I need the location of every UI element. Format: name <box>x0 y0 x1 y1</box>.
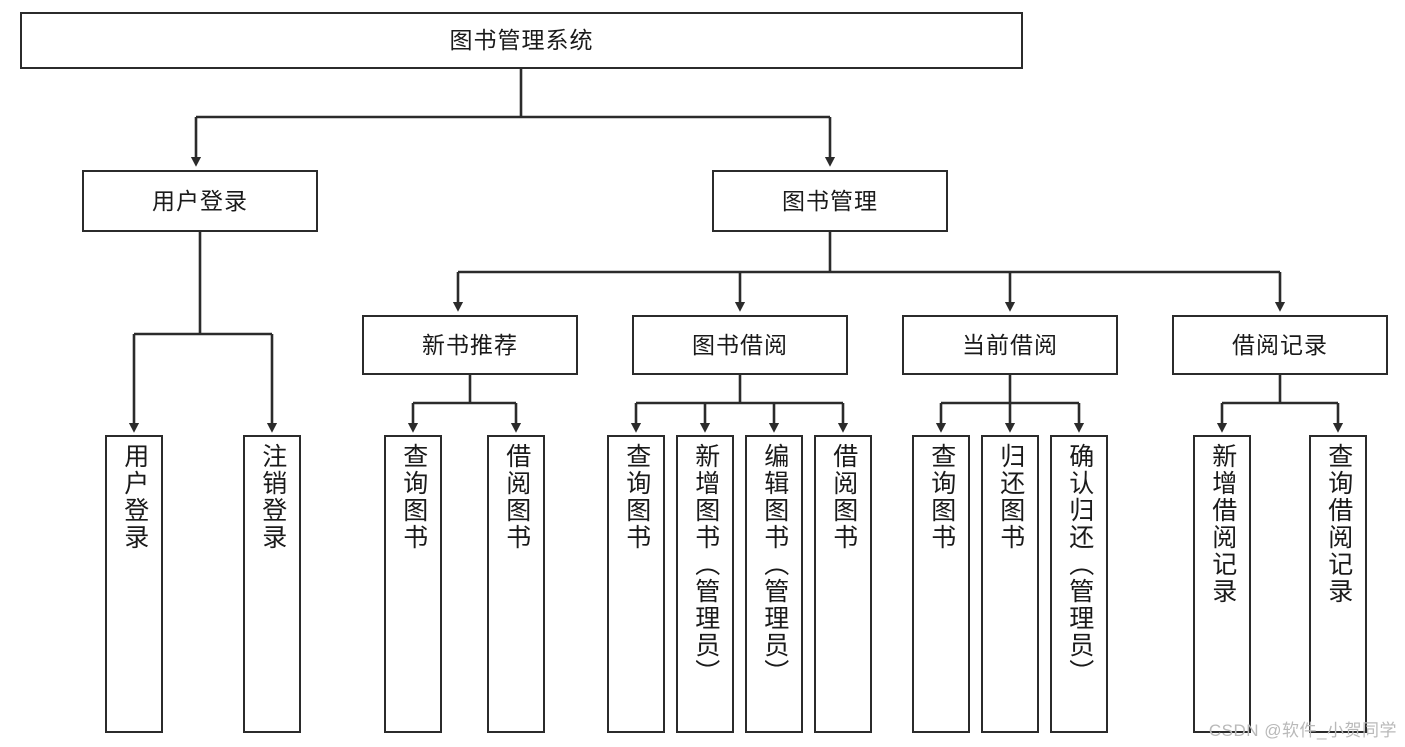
node-label: 查询图书 <box>399 443 428 551</box>
node-label: 注销登录 <box>258 443 287 551</box>
node-label: 查询借阅记录 <box>1324 443 1353 605</box>
node-user-login[interactable]: 用户登录 <box>82 170 318 232</box>
node-label: 当前借阅 <box>962 331 1058 358</box>
leaf-current-return-book[interactable]: 归还图书 <box>981 435 1039 733</box>
node-label: 查询图书 <box>927 443 956 551</box>
leaf-record-query-record[interactable]: 查询借阅记录 <box>1309 435 1367 733</box>
node-label: 编辑图书（管理员） <box>760 443 789 686</box>
leaf-current-query-book[interactable]: 查询图书 <box>912 435 970 733</box>
node-label: 新增借阅记录 <box>1208 443 1237 605</box>
leaf-recommend-query-book[interactable]: 查询图书 <box>384 435 442 733</box>
leaf-borrow-edit-book-admin[interactable]: 编辑图书（管理员） <box>745 435 803 733</box>
node-label: 图书管理系统 <box>449 27 594 54</box>
leaf-borrow-query-book[interactable]: 查询图书 <box>607 435 665 733</box>
node-book-borrow[interactable]: 图书借阅 <box>632 315 848 375</box>
leaf-user-login-login[interactable]: 用户登录 <box>105 435 163 733</box>
node-current-borrow[interactable]: 当前借阅 <box>902 315 1118 375</box>
node-label: 归还图书 <box>996 443 1025 551</box>
node-label: 新书推荐 <box>422 331 518 358</box>
node-label: 借阅图书 <box>502 443 531 551</box>
node-borrow-record[interactable]: 借阅记录 <box>1172 315 1388 375</box>
leaf-user-login-logout[interactable]: 注销登录 <box>243 435 301 733</box>
node-label: 图书管理 <box>782 187 878 214</box>
node-label: 用户登录 <box>152 187 248 214</box>
leaf-record-add-record[interactable]: 新增借阅记录 <box>1193 435 1251 733</box>
node-label: 借阅记录 <box>1232 331 1328 358</box>
node-label: 确认归还（管理员） <box>1065 443 1094 686</box>
csdn-watermark: CSDN @软件_小贺同学 <box>1208 721 1397 740</box>
leaf-recommend-borrow-book[interactable]: 借阅图书 <box>487 435 545 733</box>
leaf-borrow-add-book-admin[interactable]: 新增图书（管理员） <box>676 435 734 733</box>
node-label: 借阅图书 <box>829 443 858 551</box>
node-label: 新增图书（管理员） <box>691 443 720 686</box>
leaf-borrow-borrow-book[interactable]: 借阅图书 <box>814 435 872 733</box>
node-label: 查询图书 <box>622 443 651 551</box>
node-new-book-recommend[interactable]: 新书推荐 <box>362 315 578 375</box>
node-label: 用户登录 <box>120 443 149 551</box>
leaf-current-confirm-return-admin[interactable]: 确认归还（管理员） <box>1050 435 1108 733</box>
node-label: 图书借阅 <box>692 331 788 358</box>
node-root-system[interactable]: 图书管理系统 <box>20 12 1023 69</box>
node-book-management[interactable]: 图书管理 <box>712 170 948 232</box>
